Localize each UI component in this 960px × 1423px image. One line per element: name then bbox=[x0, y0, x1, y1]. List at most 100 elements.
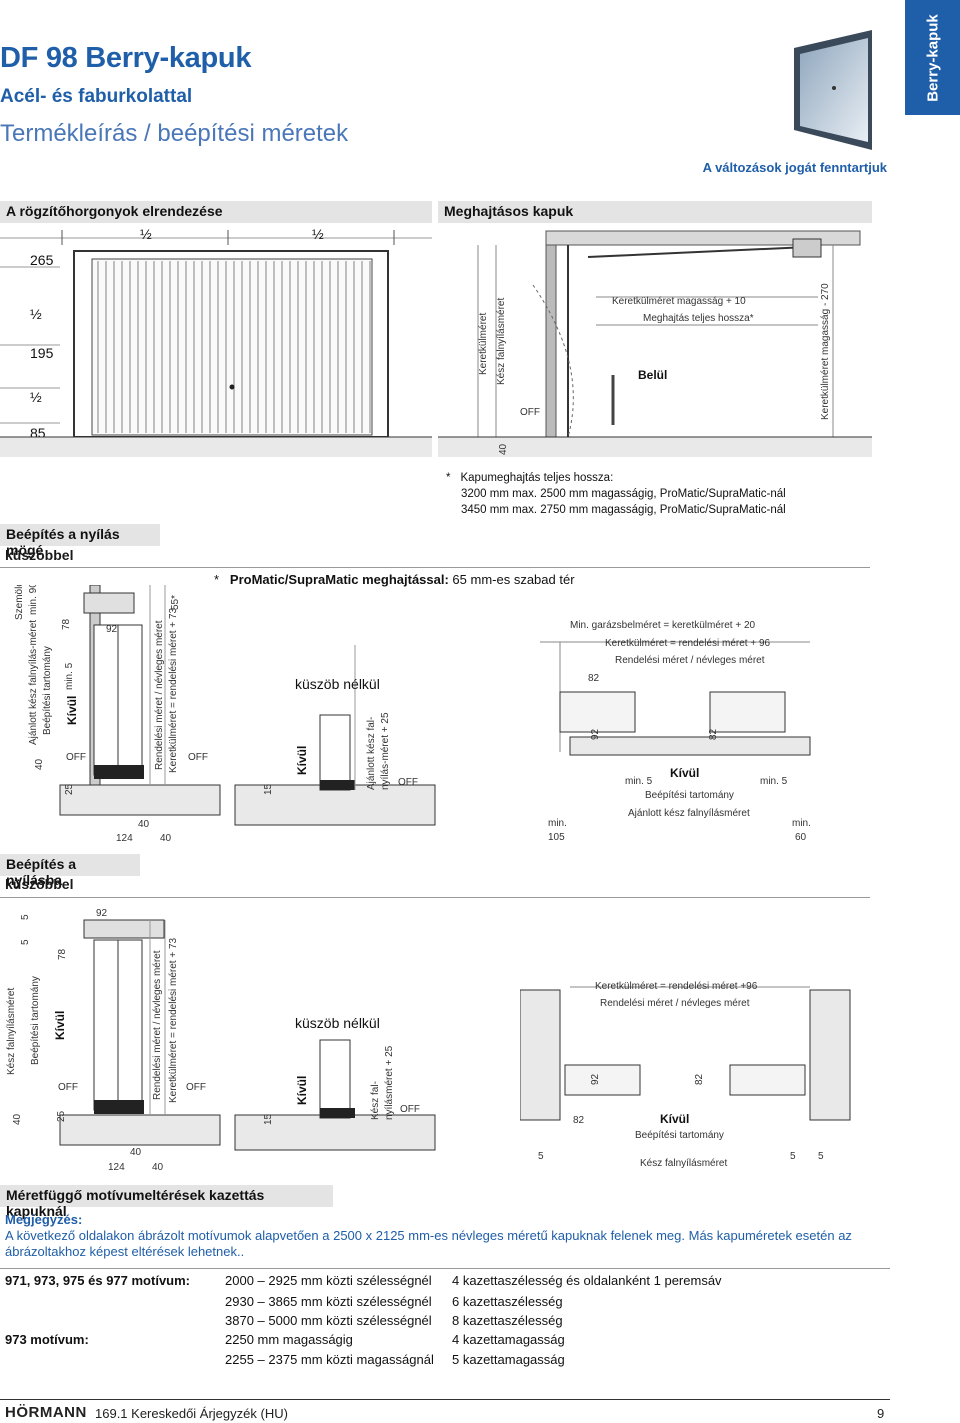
into-92: 92 bbox=[96, 908, 108, 919]
section-behind-heading: Beépítés a nyílás mögé bbox=[0, 524, 160, 558]
motif-label: 971, 973, 975 és 977 motívum: bbox=[5, 1273, 191, 1288]
plan-keret96: Keretkülméret = rendelési méret + 96 bbox=[605, 638, 771, 649]
motif-range-2: 2930 – 3865 mm közti szélességnél bbox=[225, 1294, 432, 1309]
behind-min5: min. 5 bbox=[64, 662, 75, 690]
footer-catalog: 169.1 Kereskedői Árjegyzék (HU) bbox=[95, 1406, 288, 1421]
drive-footnote: * Kapumeghajtás teljes hossza: 3200 mm m… bbox=[446, 470, 786, 518]
into-plan-5l: 5 bbox=[538, 1151, 544, 1162]
behind-keret73: Keretkülméret = rendelési méret + 73 bbox=[168, 607, 179, 773]
behind-star: * bbox=[214, 572, 220, 587]
motif-row-1: 971, 973, 975 és 977 motívum: bbox=[5, 1273, 190, 1288]
behind-off-center: OFF bbox=[398, 777, 418, 788]
into-off-center: OFF bbox=[400, 1104, 420, 1115]
into-beepitesi: Beépítési tartomány bbox=[30, 976, 41, 1065]
behind-25: 25 bbox=[64, 783, 75, 795]
behind-78: 78 bbox=[61, 618, 72, 630]
into-plan-kesz: Kész falnyílásméret bbox=[640, 1158, 727, 1169]
section-motifs-heading: Méretfüggő motívumeltérések kazettás kap… bbox=[0, 1185, 333, 1219]
drive-off: OFF bbox=[520, 407, 540, 418]
into-kuszob-nelkul: küszöb nélkül bbox=[295, 1015, 380, 1031]
into-plan-5r: 5 bbox=[790, 1151, 796, 1162]
into-rendeles: Rendelési méret / névleges méret bbox=[152, 950, 163, 1100]
plan-92: 92 bbox=[590, 728, 601, 740]
into-keret73: Keretkülméret = rendelési méret + 73 bbox=[168, 937, 179, 1103]
behind-40: 40 bbox=[34, 758, 45, 770]
into-bottom-40r: 40 bbox=[152, 1162, 164, 1173]
footnote-line-2: 3200 mm max. 2500 mm magasságig, ProMati… bbox=[461, 488, 786, 500]
side-tab-label: Berry-kapuk bbox=[924, 13, 941, 102]
into-plan-82b: 82 bbox=[573, 1115, 585, 1126]
drive-height-minus: Keretkülméret magasság - 270 bbox=[820, 283, 831, 420]
drive-length: Meghajtás teljes hossza* bbox=[643, 313, 754, 324]
into-section-diagram: 5 5 92 78 Kész falnyílásméret Beépítési … bbox=[6, 908, 436, 1173]
drive-lintel bbox=[545, 230, 861, 246]
into-kesz-fal-1: Kész fal- bbox=[370, 1081, 381, 1120]
motif-range-1: 2000 – 2925 mm közti szélességnél bbox=[225, 1273, 432, 1288]
into-off: OFF bbox=[58, 1082, 78, 1093]
behind-beepitesi: Beépítési tartomány bbox=[42, 646, 53, 735]
anchor-dim-half-2: ½ bbox=[30, 389, 42, 405]
footnote-line-1: Kapumeghajtás teljes hossza: bbox=[460, 472, 614, 484]
into-plan-rendeles: Rendelési méret / névleges méret bbox=[600, 998, 750, 1009]
motif-value-3: 8 kazettaszélesség bbox=[452, 1313, 563, 1328]
into-kesz-fal-2: nyílásméret + 25 bbox=[384, 1045, 395, 1120]
plan-min105a: min. bbox=[548, 818, 567, 829]
behind-off: OFF bbox=[66, 752, 86, 763]
door-handle-icon bbox=[229, 384, 235, 390]
drive-swing-arc bbox=[532, 284, 574, 438]
footer-rule bbox=[0, 1399, 890, 1400]
behind-star-bold: ProMatic/SupraMatic meghajtással: bbox=[229, 572, 449, 587]
page-subtitle: Acél- és faburkolattal bbox=[0, 86, 193, 107]
behind-plan-diagram: Min. garázsbelméret = keretkülméret + 20… bbox=[540, 620, 811, 843]
motif-range-4: 2250 mm magasságig bbox=[225, 1332, 353, 1347]
drive-motor bbox=[792, 238, 822, 258]
behind-kivul-center: Kívül bbox=[295, 746, 309, 775]
anchor-half-right: ½ bbox=[312, 226, 324, 242]
anchor-half-left: ½ bbox=[140, 226, 152, 242]
into-78: 78 bbox=[57, 948, 68, 960]
note-text: A következő oldalakon ábrázolt motívumok… bbox=[5, 1228, 852, 1259]
behind-szemoldok: Szemöldök* bbox=[14, 585, 25, 620]
section-drive-heading: Meghajtásos kapuk bbox=[438, 201, 872, 223]
behind-min90: min. 90 bbox=[28, 585, 39, 615]
changes-notice: A változások jogát fenntartjuk bbox=[702, 160, 887, 175]
motif-range-5: 2255 – 2375 mm közti magasságnál bbox=[225, 1352, 434, 1367]
behind-ajanlott-fal-2: nyílás-méret + 25 bbox=[380, 712, 391, 790]
motif-divider bbox=[0, 1268, 890, 1269]
plan-min60a: min. bbox=[792, 818, 811, 829]
drive-kesz: Kész falnyílásméret bbox=[496, 298, 507, 385]
into-divider bbox=[0, 897, 870, 898]
behind-star-rest: 65 mm-es szabad tér bbox=[448, 572, 575, 587]
page-subtitle-2: Termékleírás / beépítési méretek bbox=[0, 120, 349, 147]
motif-value-4: 4 kazettamagasság bbox=[452, 1332, 565, 1347]
drive-belul: Belül bbox=[638, 368, 667, 382]
into-kesz: Kész falnyílásméret bbox=[6, 988, 17, 1075]
drive-keret: Keretkülméret bbox=[478, 313, 489, 375]
behind-subheading: küszöbbel bbox=[5, 547, 74, 563]
drive-40: 40 bbox=[498, 443, 509, 455]
plan-min-garazs: Min. garázsbelméret = keretkülméret + 20 bbox=[570, 620, 756, 631]
into-plan-92: 92 bbox=[590, 1073, 601, 1085]
into-plan-diagram: Keretkülméret = rendelési méret +96 Rend… bbox=[520, 981, 851, 1169]
behind-bottom-124: 124 bbox=[116, 833, 133, 844]
into-kivul: Kívül bbox=[53, 1011, 67, 1040]
plan-rendeles: Rendelési méret / névleges méret bbox=[615, 655, 765, 666]
behind-star-note: * ProMatic/SupraMatic meghajtással: 65 m… bbox=[214, 572, 575, 587]
behind-kuszob-nelkul: küszöb nélkül bbox=[295, 676, 380, 692]
into-kivul-center: Kívül bbox=[295, 1076, 309, 1105]
into-bottom-40: 40 bbox=[130, 1147, 142, 1158]
behind-ajanlott: Ajánlott kész falnyílás-méret bbox=[28, 620, 39, 745]
hormann-logo: HÖRMANN bbox=[5, 1404, 87, 1421]
anchor-dim-265: 265 bbox=[30, 252, 54, 268]
plan-min5r: min. 5 bbox=[760, 776, 788, 787]
plan-kivul: Kívül bbox=[670, 766, 699, 780]
behind-55: 55* bbox=[170, 595, 181, 610]
note-heading: Megjegyzés: bbox=[5, 1212, 83, 1227]
section-into-heading: Beépítés a nyílásba bbox=[0, 854, 140, 888]
behind-section-diagram: Szemöldök* min. 90 Ajánlott kész falnyíl… bbox=[14, 585, 436, 844]
behind-divider bbox=[0, 567, 870, 568]
motif-row-4: 973 motívum: bbox=[5, 1332, 89, 1347]
motif-value-5: 5 kazettamagasság bbox=[452, 1352, 565, 1367]
into-plan-5rr: 5 bbox=[818, 1151, 824, 1162]
door-photo-icon bbox=[794, 30, 872, 150]
